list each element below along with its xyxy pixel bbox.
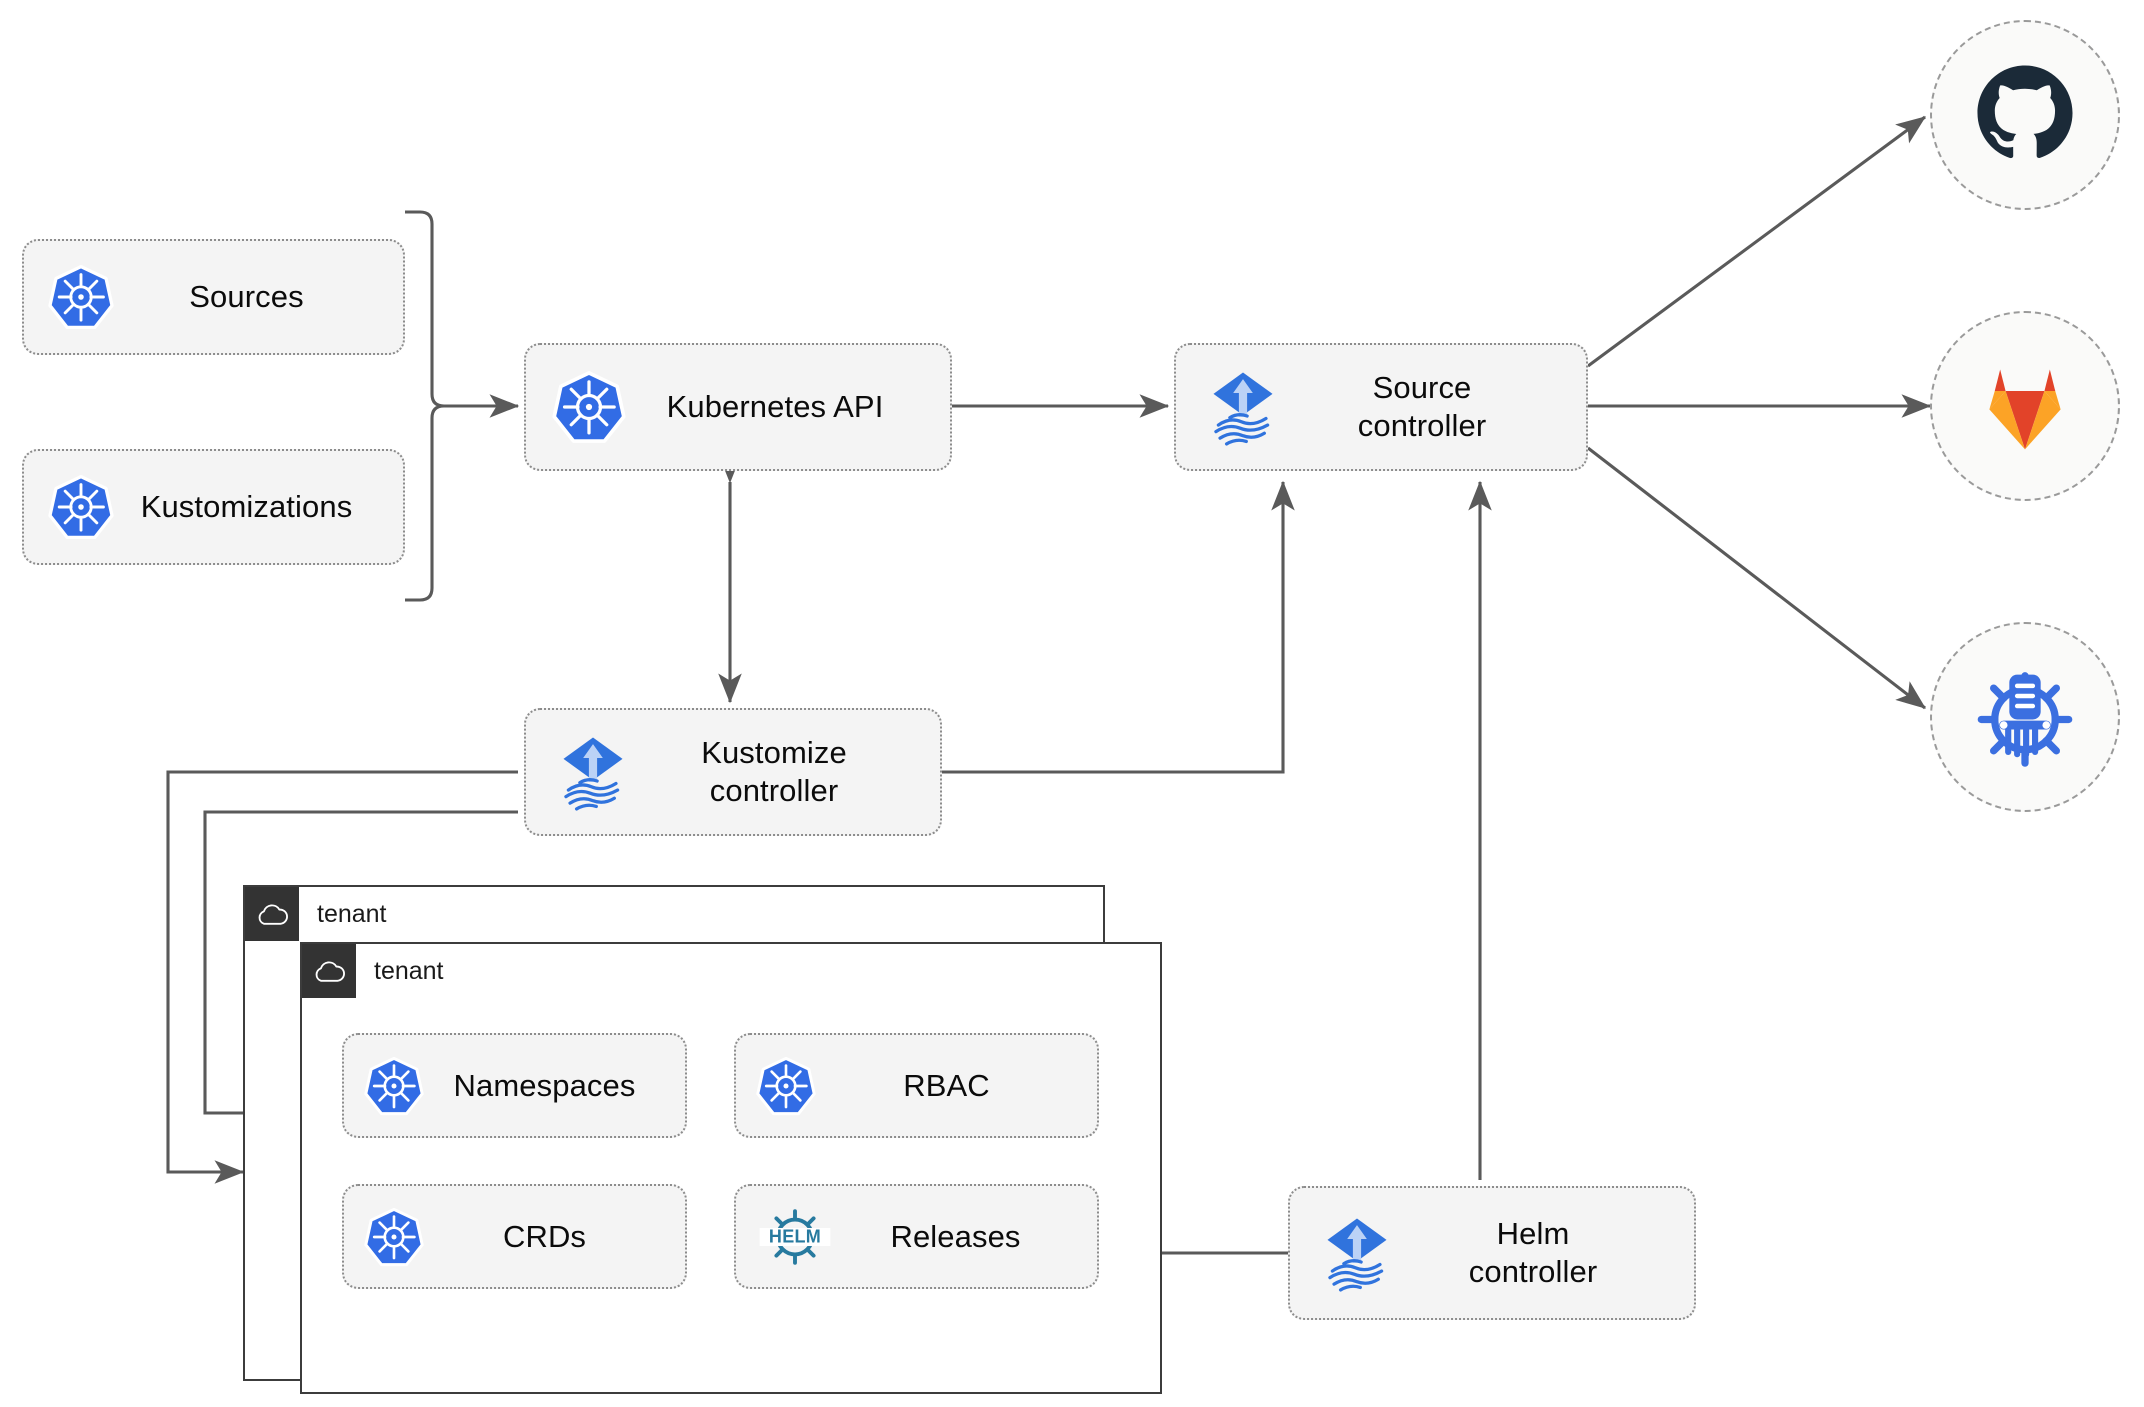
gitlab-icon [1971, 350, 2079, 463]
node-sources[interactable]: Sources [22, 239, 405, 355]
provider-github[interactable] [1930, 20, 2120, 210]
node-releases[interactable]: HELM Releases [734, 1184, 1099, 1289]
svg-text:HELM: HELM [769, 1226, 821, 1246]
node-label: CRDs [502, 1218, 587, 1254]
node-kustomize-controller[interactable]: Kustomize controller [524, 708, 942, 836]
node-label: Releases [890, 1218, 1021, 1254]
kubernetes-icon [364, 1056, 424, 1116]
node-namespaces[interactable]: Namespaces [342, 1033, 687, 1138]
node-crds[interactable]: CRDs [342, 1184, 687, 1289]
kubernetes-icon [552, 370, 626, 444]
flux-icon [1202, 366, 1284, 448]
node-label: Sources [189, 279, 304, 315]
helm-icon: HELM [756, 1206, 834, 1268]
kubernetes-icon [48, 264, 114, 330]
node-kubernetes-api[interactable]: Kubernetes API [524, 343, 952, 471]
node-source-controller[interactable]: Source controller [1174, 343, 1588, 471]
node-kustomizations[interactable]: Kustomizations [22, 449, 405, 565]
node-label: RBAC [903, 1067, 990, 1103]
node-rbac[interactable]: RBAC [734, 1033, 1099, 1138]
flux-icon [1316, 1212, 1398, 1294]
node-label: Kubernetes API [666, 389, 884, 425]
helm-repository-icon [1969, 659, 2081, 776]
node-label: Helm controller [1468, 1216, 1598, 1289]
node-label: Kustomize controller [701, 735, 847, 808]
tenant-label: tenant [356, 944, 464, 998]
node-label: Namespaces [453, 1067, 636, 1103]
github-icon [1971, 59, 2079, 172]
tenant-header: tenant [302, 944, 464, 998]
kubernetes-icon [756, 1056, 816, 1116]
tenant-label: tenant [299, 887, 407, 941]
cloud-icon [302, 944, 356, 998]
node-helm-controller[interactable]: Helm controller [1288, 1186, 1696, 1320]
tenant-front[interactable]: tenant Namespaces [300, 942, 1162, 1394]
node-label: Kustomizations [140, 489, 353, 525]
kubernetes-icon [364, 1207, 424, 1267]
provider-gitlab[interactable] [1930, 311, 2120, 501]
tenant-header: tenant [245, 887, 407, 941]
kubernetes-icon [48, 474, 114, 540]
flux-icon [552, 731, 634, 813]
cloud-icon [245, 887, 299, 941]
node-label: Source controller [1357, 370, 1487, 443]
provider-bucket[interactable] [1930, 622, 2120, 812]
